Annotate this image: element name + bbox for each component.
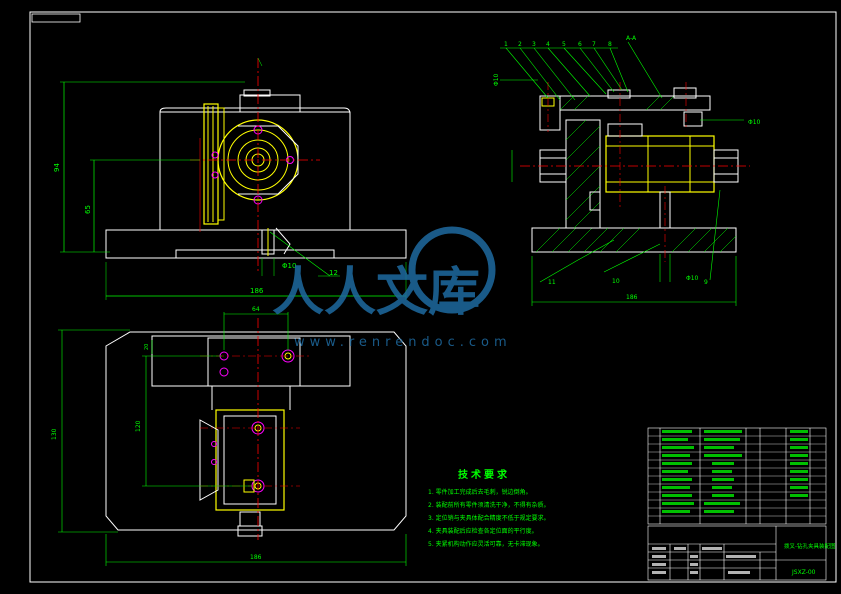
watermark-cn: 人人文库 (272, 263, 480, 323)
side-hole-right: Φ10 (748, 119, 761, 126)
front-dim-width: 186 (250, 287, 264, 295)
parts-list-rows (648, 435, 826, 517)
drawing-frame (29, 11, 837, 583)
side-callout-5: 5 (562, 41, 566, 48)
side-dim-width: 186 (626, 294, 638, 301)
watermark: 人人文库 www.renrendoc.com (272, 226, 512, 350)
side-view: 1 2 3 4 5 6 7 8 A-A Φ10 Φ10 Φ10 186 11 1… (493, 35, 761, 306)
front-dim-hole: Φ10 (282, 262, 296, 270)
side-callout-11: 11 (548, 279, 556, 286)
section-label: A-A (626, 35, 637, 42)
top-dim-width: 64 (252, 306, 260, 313)
tech-line-4: 4. 夹具装配后应检查各定位面的平行度。 (428, 527, 538, 535)
front-dim-height-total: 94 (53, 163, 61, 172)
side-callout-4: 4 (546, 41, 550, 48)
tech-title: 技术要求 (458, 468, 510, 481)
tech-line-5: 5. 夹紧机构动作应灵活可靠，无卡滞现象。 (428, 540, 544, 548)
title-block-fill (652, 547, 756, 574)
side-callout-6: 6 (578, 41, 582, 48)
side-callouts: 1 2 3 4 5 6 7 8 (504, 41, 612, 48)
tech-line-2: 2. 装配前所有零件须清洗干净，不得有杂质。 (428, 501, 550, 509)
side-hole-bottom: Φ10 (686, 275, 699, 282)
title-drawing-name: 拨叉-钻孔夹具装配图 (784, 542, 836, 550)
side-callout-9: 9 (704, 279, 708, 286)
side-callout-10: 10 (612, 278, 620, 285)
top-dim-left-small: 20 (144, 344, 150, 350)
top-view: 64 130 120 20 186 (51, 306, 407, 566)
side-callout-1: 1 (504, 41, 508, 48)
front-view: 94 65 186 Φ10 12 (53, 57, 407, 300)
parts-list-fill (662, 430, 808, 513)
front-callout: 12 (329, 269, 338, 277)
tech-line-3: 3. 定位销与夹具体配合精度不低于规定要求。 (428, 514, 550, 522)
front-dim-height-center: 65 (84, 205, 92, 214)
side-callout-3: 3 (532, 41, 536, 48)
side-hole-top-left: Φ10 (493, 73, 500, 86)
top-dim-overall-height: 130 (51, 428, 58, 440)
side-callout-8: 8 (608, 41, 612, 48)
side-callout-2: 2 (518, 41, 522, 48)
watermark-url: www.renrendoc.com (294, 335, 512, 350)
frame-corner-box (31, 13, 81, 23)
top-dim-left-height: 120 (135, 420, 142, 432)
side-callout-7: 7 (592, 41, 596, 48)
title-drawing-number: JSXZ-00 (791, 569, 816, 576)
tech-requirements: 技术要求 1. 零件加工完成后去毛刺，锐边倒角。 2. 装配前所有零件须清洗干净… (428, 468, 550, 548)
title-block (647, 525, 827, 581)
top-dim-base: 186 (250, 554, 262, 561)
tech-line-1: 1. 零件加工完成后去毛刺，锐边倒角。 (428, 488, 532, 496)
